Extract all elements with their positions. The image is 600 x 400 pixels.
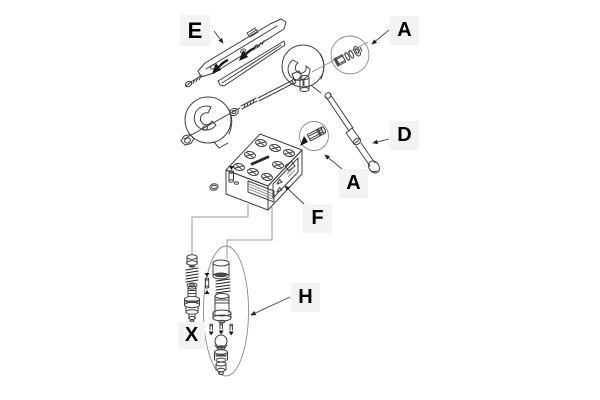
warning-decal: [272, 157, 299, 199]
cartridge-stack-x: [184, 254, 200, 323]
port-icon: [233, 138, 295, 182]
callout-arrows: [213, 29, 390, 316]
callout-label-h: H: [291, 283, 320, 312]
bent-arrow-icon: [212, 58, 229, 74]
callout-label-a-upper: A: [390, 16, 419, 45]
detail-balloon-a-lower: [299, 121, 329, 151]
o-ring-icon: [209, 183, 219, 191]
valve-block: [209, 133, 303, 211]
callout-label-f: F: [303, 204, 332, 233]
bent-arrow-icon: [239, 46, 256, 61]
callout-label-a-lower: A: [339, 169, 368, 198]
washer-icon: [229, 107, 239, 117]
handle-tube: [324, 92, 381, 174]
callout-label-d: D: [390, 121, 419, 150]
striped-decal: [247, 180, 275, 203]
linkage-shaft: [240, 78, 297, 110]
callout-label-e: E: [180, 15, 210, 46]
nut-icon: [180, 134, 195, 146]
pin-icons: [208, 322, 234, 336]
screw-icon: [184, 74, 203, 88]
bleeder-fitting-icon: [228, 166, 239, 185]
cam-disc-left: [180, 78, 297, 149]
leader-lines: [191, 204, 273, 254]
cover-plate-assembly: [184, 18, 287, 88]
callout-label-x: X: [178, 322, 205, 349]
cartridge-kit-balloon-h: [203, 245, 249, 377]
detail-balloon-a-upper: [311, 35, 370, 75]
stud-icon: [254, 38, 269, 49]
